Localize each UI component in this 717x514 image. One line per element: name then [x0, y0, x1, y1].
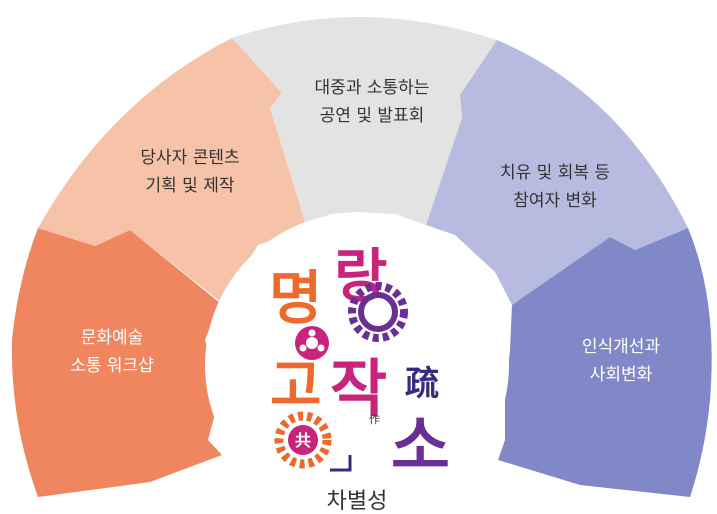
segment-awareness-label-line-1: 인식개선과 — [582, 337, 661, 357]
segment-contents-label-line-2: 기획 및 제작 — [145, 176, 234, 196]
center-caption: 차별성 — [327, 489, 388, 514]
segment-awareness-label-line-2: 사회변화 — [590, 365, 653, 385]
segment-healing-label-line-1: 치유 및 회복 등 — [500, 163, 610, 183]
segment-healing-label-line-2: 참여자 변화 — [513, 191, 597, 211]
logo-char-myeong: 명 — [269, 264, 322, 332]
segment-workshop — [11, 228, 222, 497]
segment-contents — [38, 38, 307, 303]
film-reel-icon — [295, 326, 329, 360]
logo-char-jak-hanja: 作 — [369, 413, 380, 426]
segment-awareness — [498, 228, 712, 497]
logo-char-so-hanja: 疏 — [405, 364, 439, 404]
gear-emblem-icon — [274, 411, 332, 469]
logo-char-gong-hanja: 共 — [295, 431, 311, 450]
segment-workshop-label-line-1: 문화예술 — [81, 328, 144, 348]
program-logo: 명 랑 고 작 疏 作 — [269, 242, 450, 484]
segment-performance — [232, 16, 497, 229]
segment-healing — [426, 40, 688, 305]
logo-char-jak: 작 — [330, 352, 387, 425]
logo-connector-line — [330, 455, 352, 472]
logo-char-so: 소 — [391, 410, 450, 484]
gear-icon — [348, 282, 408, 342]
segment-performance-label-line-1: 대중과 소통하는 — [315, 78, 430, 98]
logo-char-rang: 랑 — [334, 242, 387, 310]
segment-workshop-label-line-2: 소통 워크샵 — [70, 356, 154, 376]
segment-performance-label-line-2: 공연 및 발표회 — [320, 106, 425, 126]
segments-layer — [11, 16, 712, 497]
logo-char-go: 고 — [270, 354, 322, 419]
segment-contents-label-line-1: 당사자 콘텐츠 — [140, 148, 239, 168]
